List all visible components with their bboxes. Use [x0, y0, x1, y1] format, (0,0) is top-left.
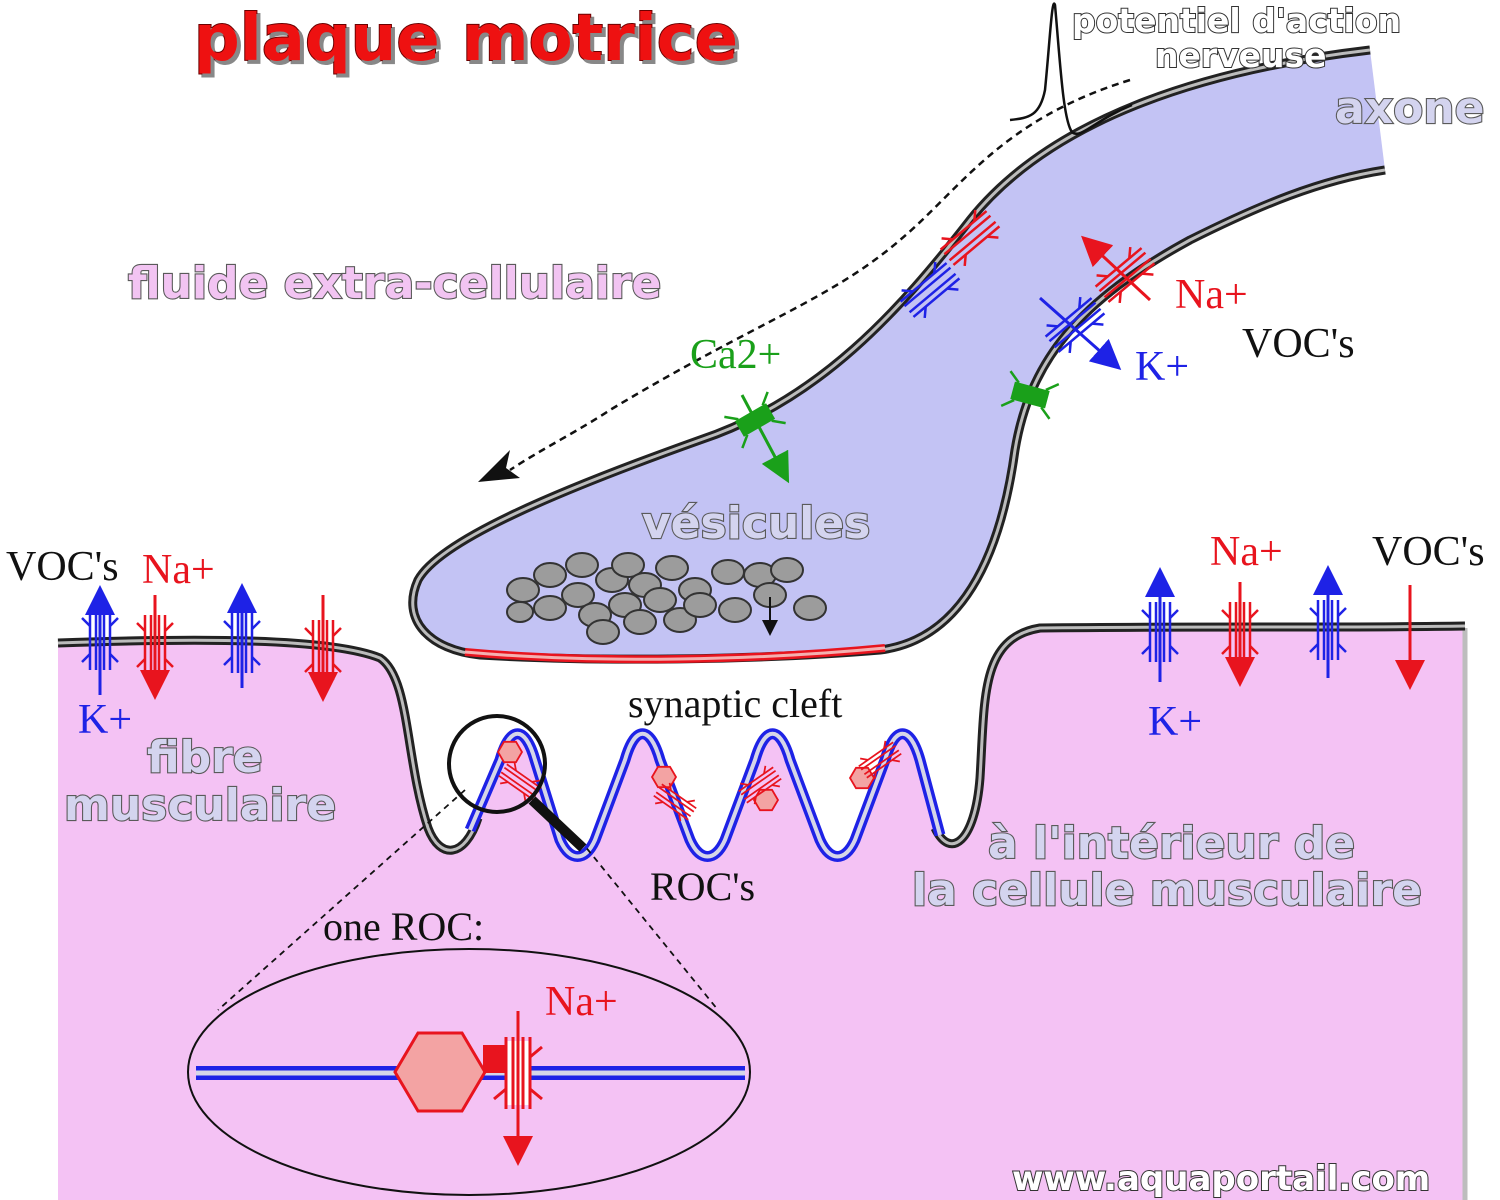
left-sodium-channel-2: [303, 595, 343, 702]
label-vocs-right: VOC's: [1372, 529, 1485, 575]
action-potential-path: [509, 78, 1131, 472]
right-sodium-channel-1: [1220, 582, 1260, 687]
axon-terminal: [412, 50, 1385, 660]
label-vocs-axon: VOC's: [1242, 321, 1355, 367]
label-sodium-axon: Na+: [1175, 272, 1248, 318]
label-one-roc: one ROC:: [323, 904, 484, 949]
zoom-line-left: [217, 789, 466, 1011]
action-potential-spike: [1009, 2, 1133, 135]
right-potassium-channel-2: [1308, 565, 1348, 678]
label-axon: axone: [1335, 83, 1484, 134]
label-rocs: ROC's: [650, 864, 755, 909]
axon-sodium-arrow: [1081, 235, 1152, 302]
label-action-potential-line1: potentiel d'action: [1072, 1, 1401, 40]
label-action-potential-line2: nerveuse: [1155, 36, 1327, 75]
label-sodium-right: Na+: [1210, 529, 1283, 575]
label-muscle-interior-line1: à l'intérieur de: [988, 818, 1355, 869]
label-extracellular-fluid: fluide extra-cellulaire: [128, 258, 661, 309]
label-muscle-interior-line2: la cellule musculaire: [912, 865, 1422, 916]
label-sodium-roc: Na+: [545, 979, 618, 1025]
zoom-line-right: [579, 839, 719, 1011]
label-potassium-right: K+: [1148, 699, 1202, 745]
synaptic-vesicles: [506, 552, 827, 645]
page-title: plaque motrice: [194, 2, 738, 76]
label-vesicles: vésicules: [642, 498, 870, 549]
axon-potassium-arrow: [1039, 296, 1122, 370]
website-watermark: www.aquaportail.com: [1012, 1159, 1430, 1199]
action-potential-arrowhead: [478, 450, 520, 482]
left-potassium-channel-1: [80, 585, 120, 695]
magnifier-icon: [447, 714, 587, 852]
calcium-channel-2: [1000, 370, 1060, 420]
left-sodium-channel-1: [135, 595, 175, 700]
label-vocs-left: VOC's: [6, 544, 119, 590]
label-sodium-left: Na+: [142, 547, 215, 593]
roc-detail-channel: [493, 1011, 543, 1166]
label-potassium-axon: K+: [1135, 344, 1189, 390]
label-potassium-left: K+: [78, 697, 132, 743]
label-calcium: Ca2+: [690, 332, 781, 378]
left-potassium-channel-2: [222, 583, 262, 688]
label-muscle-fiber-line1: fibre: [147, 732, 263, 783]
label-synaptic-cleft: synaptic cleft: [628, 681, 842, 726]
calcium-influx-arrow: [740, 394, 790, 484]
right-potassium-channel-1: [1140, 567, 1180, 682]
label-muscle-fiber-line2: musculaire: [64, 780, 336, 831]
